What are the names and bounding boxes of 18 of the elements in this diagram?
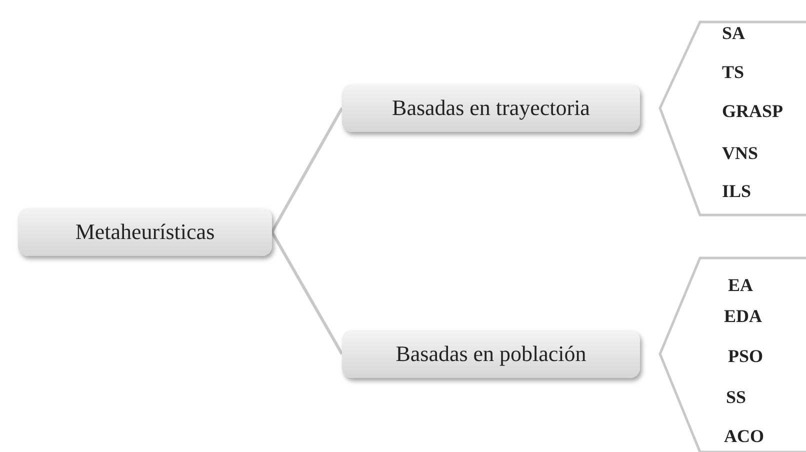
method-acronym: SA: [722, 24, 746, 42]
method-acronym: TS: [722, 63, 744, 81]
method-acronym: EA: [728, 276, 754, 294]
connector-line: [270, 231, 344, 355]
connector-line: [270, 107, 344, 233]
method-acronym: GRASP: [722, 102, 784, 120]
method-acronym: EDA: [724, 307, 762, 325]
method-acronym: ACO: [724, 427, 764, 445]
rounded-box: [18, 208, 272, 256]
node-label: Basadas en población: [396, 341, 586, 367]
method-acronym: ILS: [722, 182, 752, 200]
node-label: Metaheurísticas: [75, 219, 215, 245]
rounded-box: [342, 84, 640, 132]
method-acronym: VNS: [722, 144, 758, 162]
rounded-box: [342, 330, 640, 378]
node-label: Basadas en trayectoria: [392, 95, 590, 121]
method-acronym: PSO: [728, 347, 764, 365]
method-acronym: SS: [726, 388, 746, 406]
